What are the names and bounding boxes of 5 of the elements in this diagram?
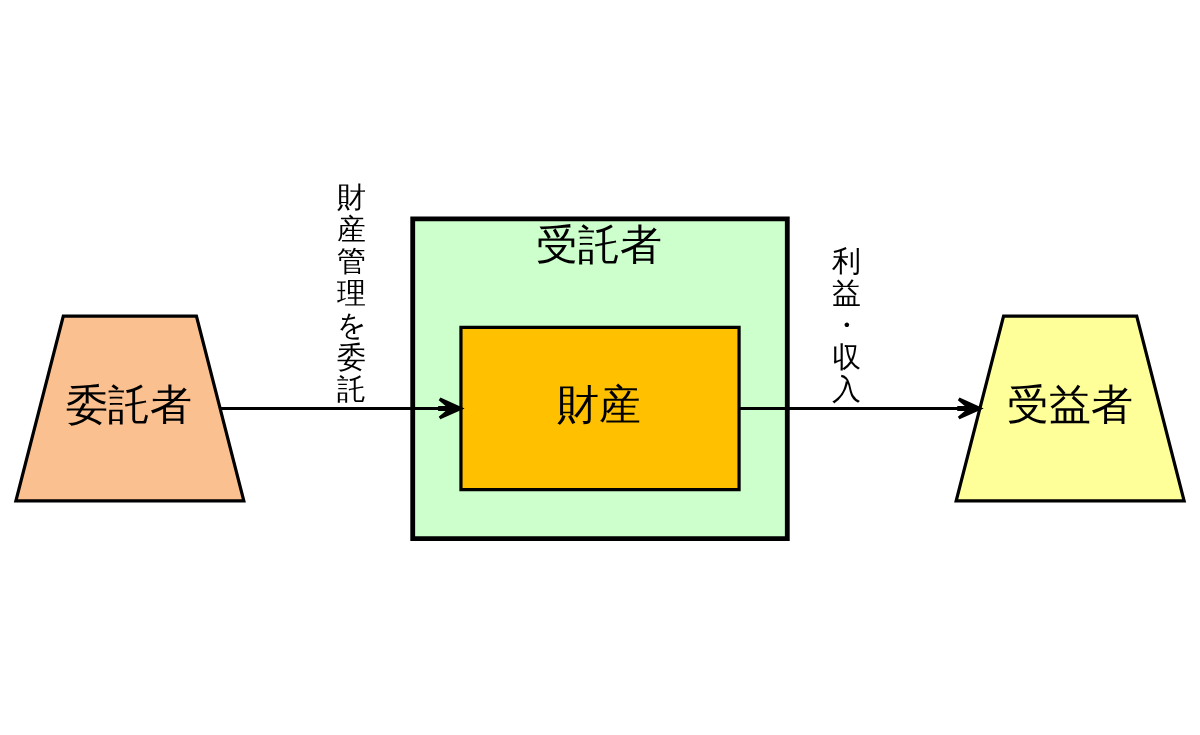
edge-label: 利益・収入 <box>832 243 862 407</box>
arrow <box>739 397 982 420</box>
node-box: 財産 <box>459 325 741 492</box>
arrow <box>220 397 463 420</box>
edge-label: 財産管理を委託 <box>337 179 368 407</box>
